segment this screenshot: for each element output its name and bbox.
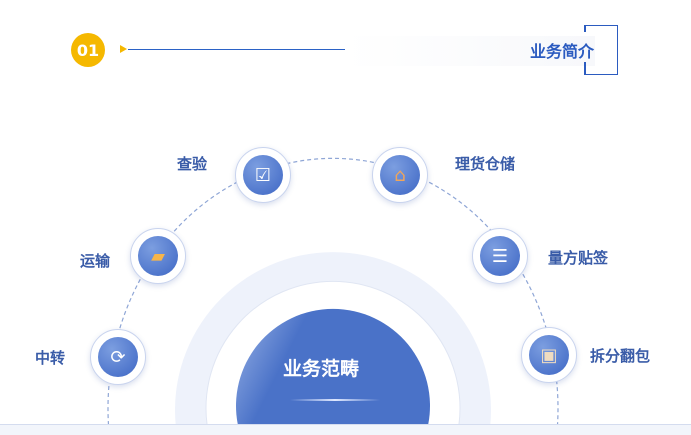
center-circle (236, 308, 430, 425)
title-bracket (584, 25, 618, 75)
truck-icon: ▰ (138, 236, 178, 276)
recycle-arrows-icon: ⟳ (98, 337, 138, 377)
center-title: 业务范畴 (283, 358, 360, 380)
box-icon: ▣ (529, 335, 569, 375)
section-number-badge: 01 (71, 33, 105, 67)
service-label: 拆分翻包 (590, 347, 651, 365)
service-node-transfer[interactable]: ⟳ (90, 329, 146, 385)
triangle-arrow-icon (120, 45, 127, 53)
center-glow-line (290, 399, 380, 401)
service-label: 运输 (80, 252, 111, 270)
service-label: 理货仓储 (455, 155, 516, 173)
label-icon: ☰ (480, 236, 520, 276)
service-label: 中转 (35, 349, 66, 367)
service-node-repacking[interactable]: ▣ (521, 327, 577, 383)
dashed-orbit (107, 157, 559, 426)
service-node-transport[interactable]: ▰ (130, 228, 186, 284)
section-title: 业务简介 (530, 42, 595, 61)
title-background (345, 36, 595, 66)
service-label: 查验 (177, 155, 208, 173)
service-label: 量方贴签 (548, 249, 609, 267)
service-node-warehouse[interactable]: ⌂ (372, 147, 428, 203)
header-divider (128, 49, 365, 50)
warehouse-icon: ⌂ (380, 155, 420, 195)
inspection-icon: ☑ (243, 155, 283, 195)
base-strip (0, 424, 691, 435)
service-node-inspection[interactable]: ☑ (235, 147, 291, 203)
service-node-labeling[interactable]: ☰ (472, 228, 528, 284)
